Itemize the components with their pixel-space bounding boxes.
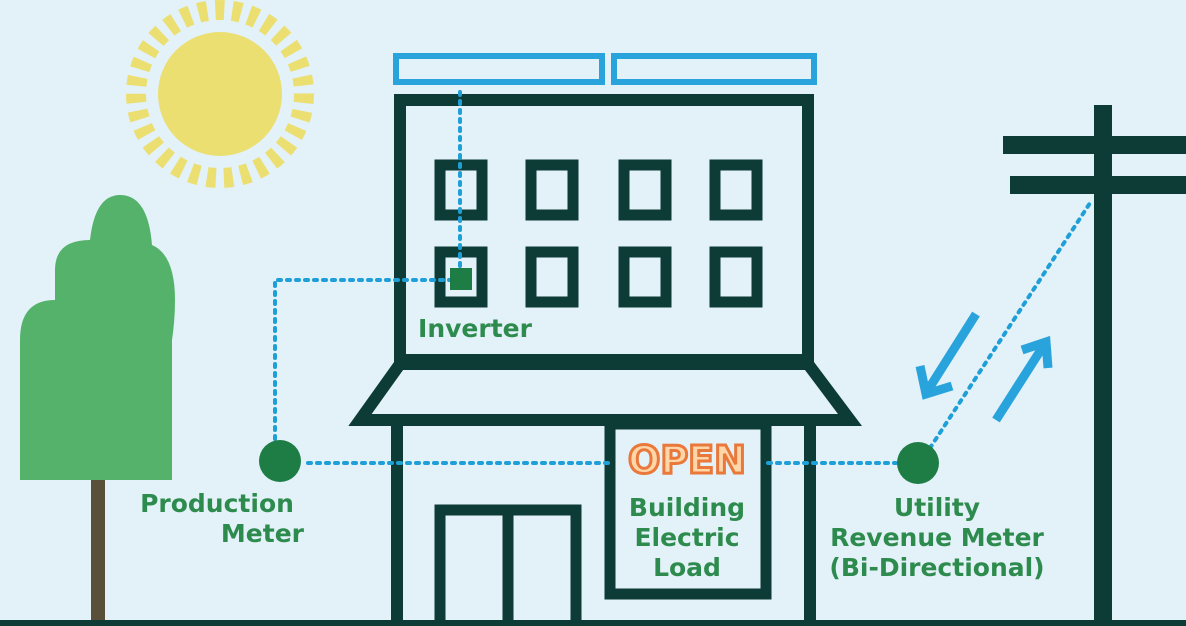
building-load-label-line3: Load <box>653 553 721 582</box>
utility-meter-label: Utility Revenue Meter (Bi-Directional) <box>822 493 1052 583</box>
inverter-icon <box>450 268 472 290</box>
ground-line <box>0 620 1186 626</box>
building <box>348 94 862 626</box>
bidirectional-arrows-icon <box>915 311 1053 423</box>
building-load-label-line2: Electric <box>634 523 740 552</box>
production-meter-label-line2: Meter <box>220 519 304 548</box>
building-load-label-line1: Building <box>628 493 746 522</box>
wiring <box>273 90 1094 465</box>
production-meter-label-line1: Production <box>140 489 294 518</box>
utility-meter-icon <box>897 442 939 484</box>
sun-icon <box>126 0 314 188</box>
utility-meter-label-line1: Utility <box>893 493 981 522</box>
utility-meter-label-line3: (Bi-Directional) <box>829 553 1045 582</box>
utility-meter-label-line2: Revenue Meter <box>830 523 1044 552</box>
production-meter-label: Production Meter <box>130 489 304 549</box>
production-meter-icon <box>259 440 301 482</box>
tree-icon <box>20 195 175 626</box>
solar-panel-icon <box>393 53 817 85</box>
building-load-label: Building Electric Load <box>612 493 762 583</box>
open-sign: OPEN <box>627 437 748 484</box>
utility-pole-icon <box>1003 105 1186 626</box>
inverter-label: Inverter <box>418 314 532 343</box>
